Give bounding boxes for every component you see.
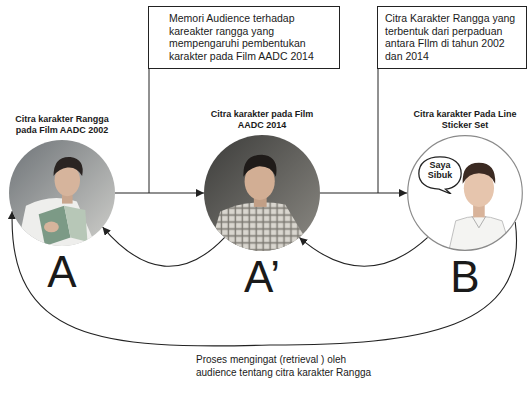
connector-arrow	[103, 227, 225, 266]
letter-slot: B	[420, 255, 510, 299]
image-circle: Citra karakter Rangga pada Film AADC 200…	[9, 140, 115, 246]
letter-slot: A	[17, 250, 107, 294]
leader-line	[378, 69, 379, 193]
bubble-text: Saya Sibuk	[425, 160, 455, 181]
illustration	[407, 135, 523, 251]
circle-heading: Citra karakter Pada Line Sticker Set	[407, 109, 523, 130]
leader-line	[149, 69, 150, 193]
box-text: Citra Karakter Rangga yang terbentuk dar…	[385, 12, 519, 62]
circle-letter: B	[420, 255, 510, 299]
text-box: Memori Audience terhadap kareakter rangg…	[148, 6, 340, 69]
heading-slot: Citra karakter Rangga pada Film AADC 200…	[5, 114, 119, 135]
speech-bubble: Saya Sibuk	[417, 155, 463, 194]
illustration	[204, 135, 320, 251]
connector-arrow	[320, 192, 407, 193]
heading-slot: Citra karakter pada Film AADC 2014	[206, 109, 318, 130]
image-circle: Citra karakter pada Film AADC 2014A’	[204, 135, 320, 251]
illustration	[9, 140, 115, 246]
circle-heading: Citra karakter Rangga pada Film AADC 200…	[5, 114, 119, 135]
connector-arrow	[115, 192, 204, 193]
image-circle: Citra karakter Pada Line Sticker SetBSay…	[407, 135, 523, 251]
text-box: Citra Karakter Rangga yang terbentuk dar…	[377, 6, 527, 69]
circle-heading: Citra karakter pada Film AADC 2014	[206, 109, 318, 130]
connector-arrow	[299, 237, 427, 266]
letter-slot: A’	[217, 255, 307, 299]
box-text: Memori Audience terhadap kareakter rangg…	[169, 12, 319, 62]
heading-slot: Citra karakter Pada Line Sticker Set	[407, 109, 523, 130]
circle-letter: A’	[217, 255, 307, 299]
note-text: Proses mengingat (retrieval ) oleh audie…	[196, 353, 376, 379]
circle-letter: A	[17, 250, 107, 294]
